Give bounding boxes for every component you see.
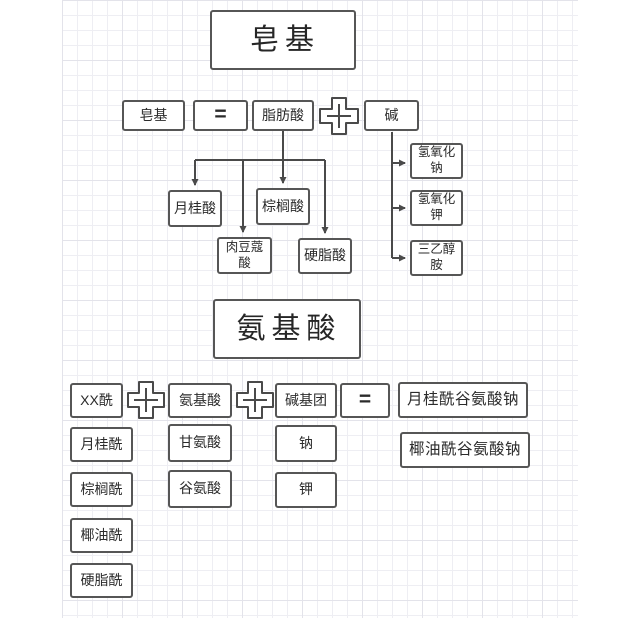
glutamic-acid-node: 谷氨酸 bbox=[168, 470, 232, 508]
lauric-acid-node: 月桂酸 bbox=[168, 190, 222, 227]
equals-sign-node: = bbox=[193, 100, 248, 131]
triethanolamine-node: 三乙醇胺 bbox=[410, 240, 463, 276]
plus-connector-icon bbox=[236, 381, 274, 419]
cocoyl-node: 椰油酰 bbox=[70, 518, 133, 553]
equals-sign-node: = bbox=[340, 383, 390, 418]
product-sodium-lauroyl-glutamate-node: 月桂酰谷氨酸钠 bbox=[398, 382, 528, 418]
product-sodium-cocoyl-glutamate-node: 椰油酰谷氨酸钠 bbox=[400, 432, 530, 468]
alkali-node: 碱 bbox=[364, 100, 419, 131]
plus-connector-icon bbox=[127, 381, 165, 419]
palmitic-acid-node: 棕榈酸 bbox=[256, 188, 310, 225]
fatty-acid-node: 脂肪酸 bbox=[252, 100, 314, 131]
fatty-acid-branch-lines bbox=[191, 131, 329, 234]
base-group-node: 碱基团 bbox=[275, 383, 337, 418]
soap-base-section-title: 皂基 bbox=[210, 10, 356, 70]
stearic-acid-node: 硬脂酸 bbox=[298, 238, 352, 274]
myristic-acid-node: 肉豆蔻酸 bbox=[217, 237, 272, 274]
palmitoyl-node: 棕榈酰 bbox=[70, 472, 133, 507]
plus-connector-icon bbox=[319, 97, 359, 135]
soap-base-node: 皂基 bbox=[122, 100, 185, 131]
stearoyl-node: 硬脂酰 bbox=[70, 563, 133, 598]
amino-acid-section-title: 氨基酸 bbox=[213, 299, 361, 359]
amino-acid-node: 氨基酸 bbox=[168, 383, 232, 418]
potassium-hydroxide-node: 氢氧化钾 bbox=[410, 190, 463, 226]
acyl-placeholder-node: XX酰 bbox=[70, 383, 123, 418]
sodium-node: 钠 bbox=[275, 425, 337, 462]
potassium-node: 钾 bbox=[275, 472, 337, 508]
lauroyl-node: 月桂酰 bbox=[70, 427, 133, 462]
alkali-branch-lines bbox=[391, 132, 406, 262]
sodium-hydroxide-node: 氢氧化钠 bbox=[410, 143, 463, 179]
glycine-node: 甘氨酸 bbox=[168, 424, 232, 462]
